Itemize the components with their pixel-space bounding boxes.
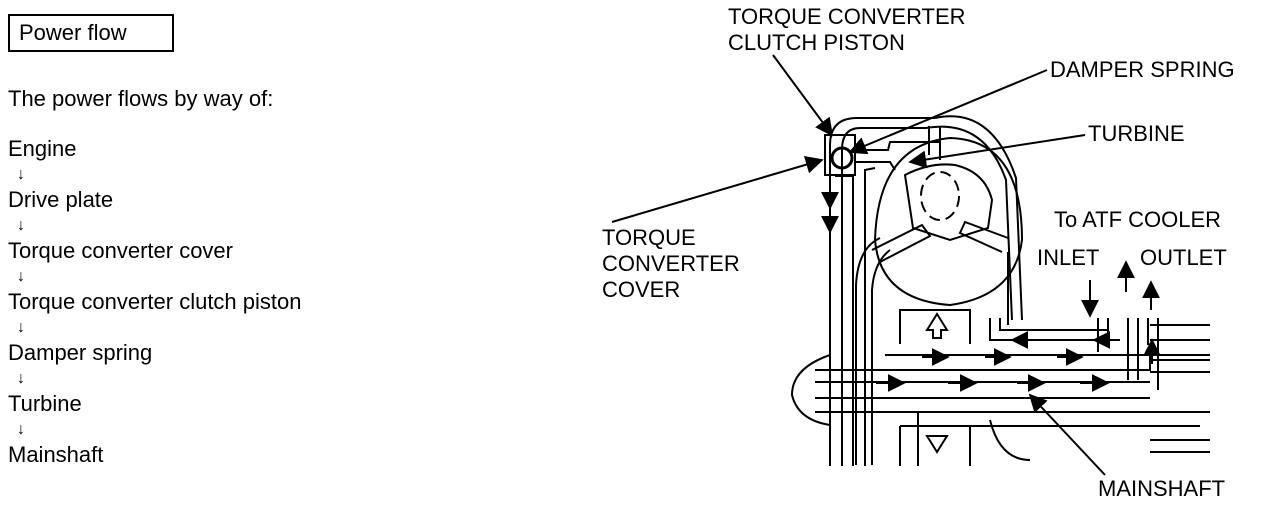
intro-text: The power flows by way of:: [8, 86, 274, 111]
outlet-label: OUTLET: [1140, 245, 1227, 270]
flow-step-clutch-piston: Torque converter clutch piston: [8, 289, 302, 314]
fluid-channels: [855, 237, 1108, 465]
clutch-piston-label-2: CLUTCH PISTON: [728, 30, 905, 55]
power-flow-badge: Power flow: [8, 14, 174, 52]
flow-step-engine: Engine: [8, 136, 77, 161]
down-arrow-icon: ↓: [17, 166, 25, 183]
turbine-label: TURBINE: [1088, 121, 1185, 146]
clutch-piston-label-1: TORQUE CONVERTER: [728, 4, 966, 29]
inlet-label: INLET: [1037, 245, 1099, 270]
atf-cooler-label: To ATF COOLER: [1054, 207, 1221, 232]
down-arrow-icon: ↓: [17, 370, 25, 387]
hollow-up-arrow-icon: [925, 312, 949, 339]
flow-step-torque-converter-cover: Torque converter cover: [8, 238, 233, 263]
down-arrow-icon: ↓: [17, 268, 25, 285]
flow-list: Engine ↓ Drive plate ↓ Torque converter …: [8, 136, 302, 468]
damper-spring-icon: [830, 146, 854, 170]
mainshaft-outline: [790, 324, 1210, 466]
cover-label-2: CONVERTER: [602, 251, 740, 276]
flow-arrows: [821, 191, 1161, 392]
down-arrow-icon: ↓: [17, 319, 25, 336]
flow-step-turbine: Turbine: [8, 391, 82, 416]
power-flow-panel: Power flow The power flows by way of: En…: [0, 0, 560, 506]
cover-label-1: TORQUE: [602, 225, 696, 250]
mainshaft-label: MAINSHAFT: [1098, 476, 1225, 501]
flow-step-damper-spring: Damper spring: [8, 340, 153, 365]
torque-converter-diagram: TORQUE CONVERTER CLUTCH PISTON DAMPER SP…: [602, 4, 1235, 501]
clutch-piston-outline: [824, 126, 941, 176]
flow-step-drive-plate: Drive plate: [8, 187, 114, 212]
damper-spring-label: DAMPER SPRING: [1050, 57, 1235, 82]
down-arrow-icon: ↓: [17, 217, 25, 234]
leader-lines: [611, 54, 1106, 476]
cover-label-3: COVER: [602, 277, 680, 302]
down-arrow-icon: ↓: [17, 421, 25, 438]
hollow-down-arrow-icon: [925, 435, 949, 454]
flow-step-mainshaft: Mainshaft: [8, 442, 104, 467]
